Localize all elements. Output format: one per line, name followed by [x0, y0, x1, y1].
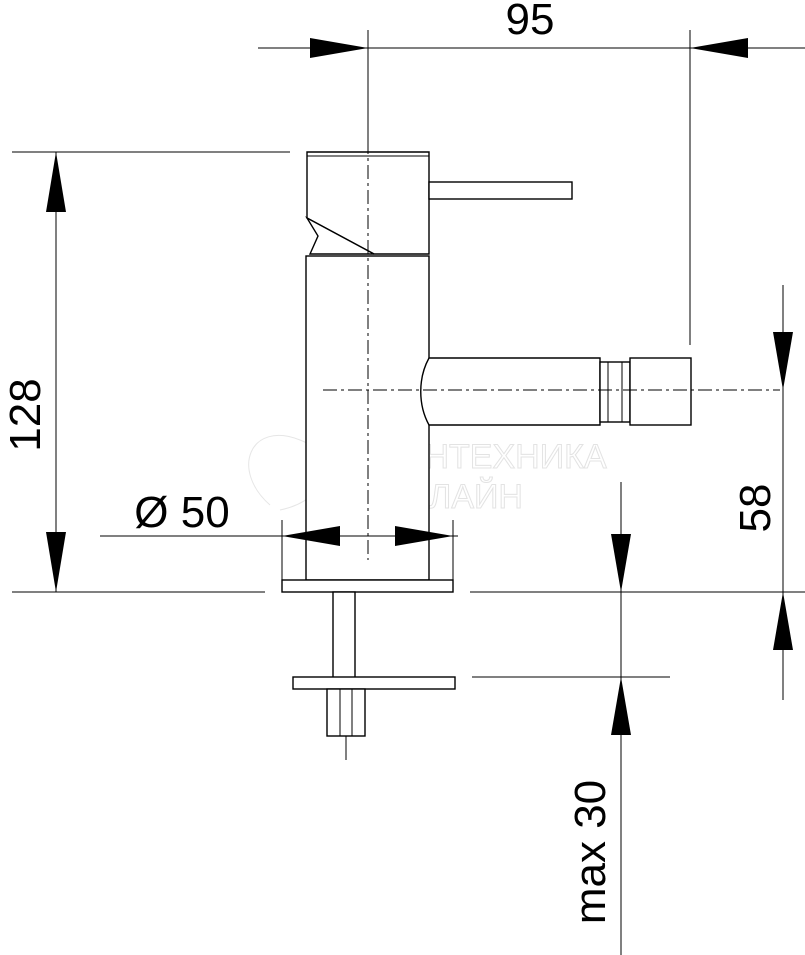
lever	[428, 181, 573, 200]
dimension-max-thickness: max 30	[472, 482, 670, 955]
center-lines	[323, 140, 780, 560]
dimension-height: 128	[1, 151, 290, 593]
mounting-plate	[292, 676, 456, 690]
dimension-diameter-label: Ø 50	[134, 488, 229, 537]
dimension-max-thickness-label: max 30	[566, 780, 615, 924]
dimension-diameter: Ø 50	[100, 488, 458, 580]
dimension-spout-height: 58	[470, 285, 805, 700]
mounting-nut	[326, 688, 366, 737]
dimension-width-label: 95	[506, 0, 555, 44]
cap-transition	[305, 216, 375, 255]
mounting-rod	[332, 591, 356, 679]
aerator-ring	[599, 361, 631, 423]
dimension-spout-height-label: 58	[731, 484, 780, 533]
spout	[420, 357, 601, 426]
dimension-width: 95	[258, 0, 805, 345]
dimension-height-label: 128	[1, 378, 50, 451]
nozzle	[629, 357, 692, 426]
base-flange	[281, 579, 454, 593]
